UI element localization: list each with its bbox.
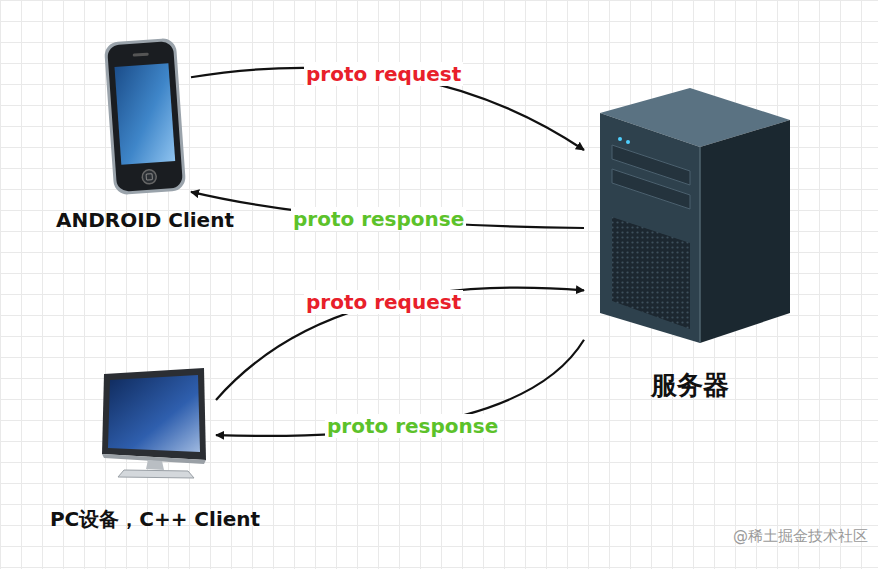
device-label: ANDROID Client [56,208,234,232]
edge-label: proto request [304,290,463,314]
edge-label: proto request [304,62,463,86]
device-label: 服务器 [651,368,729,403]
device-label: PC设备，C++ Client [50,506,260,533]
phone-illustration [105,38,185,195]
pc-illustration [100,368,210,478]
watermark: @稀土掘金技术社区 [733,527,868,546]
phone-device: ANDROID Client [105,38,185,195]
pc-device: PC设备，C++ Client [100,368,210,478]
edge-label: proto response [325,414,500,438]
message-arrow [216,288,584,400]
edge-label: proto response [291,207,466,231]
server-illustration [590,85,790,345]
server-device: 服务器 [590,85,790,345]
